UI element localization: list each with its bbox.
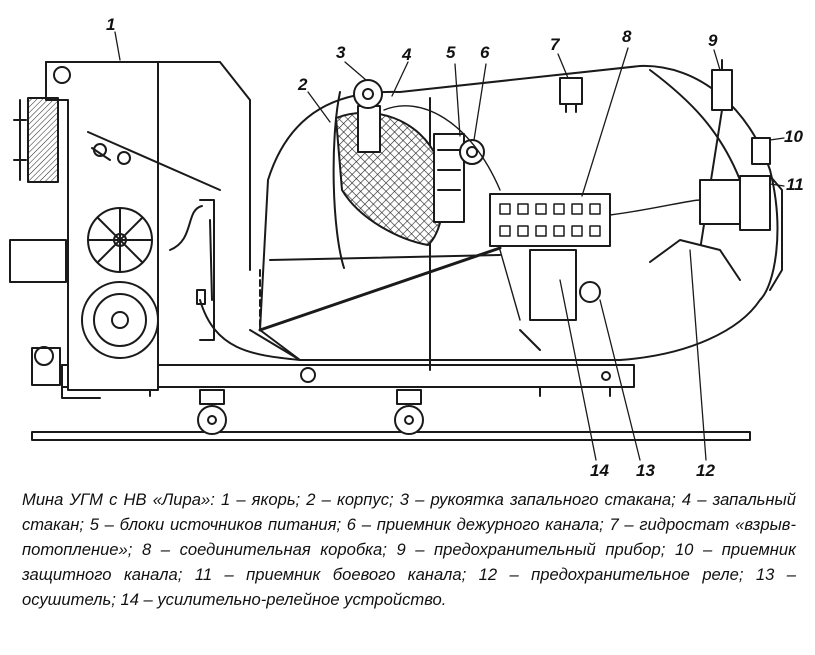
fuze-cup-handle: [353, 79, 383, 109]
safety-relay: [649, 239, 741, 281]
caption-item: 12 – предохранительное реле;: [478, 565, 744, 584]
safety-device: [699, 59, 733, 251]
caption-item: 8 – соединительная коробка;: [141, 540, 387, 559]
power-supply-blocks: [433, 133, 465, 223]
caption-item: 14 – усилительно-релейное устройство.: [120, 590, 447, 609]
leader-lines: [114, 31, 785, 461]
caption-item: 10 – приемник защитного канала;: [22, 540, 796, 584]
protective-channel-receiver: [751, 137, 771, 165]
caption-item: 1 – якорь;: [220, 490, 301, 509]
caption-item: 5 – блоки источников питания;: [89, 515, 342, 534]
part-label-9: 9: [708, 31, 718, 50]
trolley-frame: [61, 364, 635, 435]
part-label-3: 3: [336, 43, 346, 62]
wheel-left: [197, 389, 227, 435]
wheel-right: [394, 389, 424, 435]
amplifier-relay-unit: [519, 249, 577, 351]
part-label-4: 4: [401, 45, 412, 64]
caption-item: 2 – корпус;: [306, 490, 394, 509]
part-label-2: 2: [297, 75, 308, 94]
caption-item: 3 – рукоятка запального стакана;: [399, 490, 676, 509]
part-label-1: 1: [106, 15, 115, 34]
rail-track: [31, 431, 751, 441]
part-label-11: 11: [786, 175, 804, 194]
part-label-13: 13: [636, 461, 655, 480]
part-label-10: 10: [784, 127, 803, 146]
caption-item: 13 – осушитель;: [22, 565, 796, 609]
dryer: [579, 281, 601, 303]
part-label-6: 6: [480, 43, 490, 62]
caption-item: 6 – приемник дежурного канала;: [346, 515, 604, 534]
junction-box: [489, 193, 611, 247]
part-label-5: 5: [446, 43, 456, 62]
part-label-8: 8: [622, 27, 632, 46]
caption-item: 4 – запальный стакан;: [22, 490, 796, 534]
part-label-7: 7: [550, 35, 561, 54]
caption-title: Мина УГМ с НВ «Лира»:: [22, 490, 215, 509]
hydrostat: [559, 77, 583, 113]
anchor: [9, 61, 251, 391]
caption-item: 7 – гидростат «взрыв-потопление»;: [22, 515, 796, 559]
figure-caption: Мина УГМ с НВ «Лира»: 1 – якорь; 2 – кор…: [22, 487, 796, 612]
cable-lines: [383, 105, 701, 321]
caption-item: 9 – предохранительный прибор;: [396, 540, 666, 559]
part-label-14: 14: [590, 461, 609, 480]
combat-channel-receiver: [699, 175, 783, 291]
mine-diagram: 1 2 3 4 5 6 7 8 9 10 11 12 13 14: [9, 15, 804, 480]
duty-channel-receiver: [459, 139, 485, 165]
part-label-12: 12: [696, 461, 715, 480]
caption-item: 11 – приемник боевого канала;: [194, 565, 467, 584]
